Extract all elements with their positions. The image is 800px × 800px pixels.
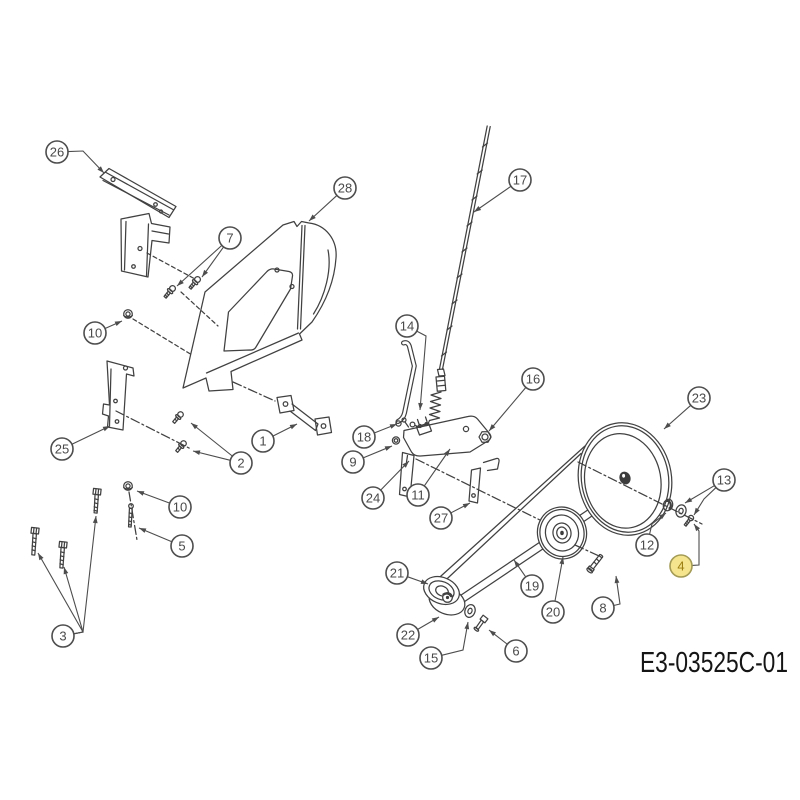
callout-14: 14 [395,314,427,411]
callout-26: 26 [45,140,105,174]
callout-28: 28 [308,176,357,222]
callout-8: 8 [591,575,621,620]
rod-17-part [435,125,491,392]
callout-25: 25 [50,425,111,461]
svg-text:23: 23 [692,391,706,406]
callout-16: 16 [488,367,545,432]
callout-20: 20 [541,556,565,624]
svg-text:17: 17 [513,173,527,188]
svg-text:20: 20 [546,605,560,620]
svg-text:27: 27 [434,511,448,526]
panel-28-part [182,220,337,392]
callout-17: 17 [473,168,532,213]
svg-text:24: 24 [366,491,380,506]
svg-text:21: 21 [390,566,404,581]
bracket-27-part [468,457,500,504]
svg-text:10: 10 [88,326,102,341]
screw-5-part [127,503,134,528]
svg-text:4: 4 [677,559,684,574]
svg-text:16: 16 [526,372,540,387]
nut-10-lower-part [123,481,133,491]
svg-text:18: 18 [357,430,371,445]
pulley-23-hub [619,471,631,485]
bolt-6-part [473,614,489,632]
callout-27: 27 [429,502,471,530]
centerlines-under [115,252,549,541]
svg-text:26: 26 [50,145,64,160]
svg-text:2: 2 [237,456,244,471]
screws-2-part [172,411,187,453]
callout-19: 19 [513,559,544,598]
callout-1: 1 [251,423,298,453]
nut-16-part [478,431,492,443]
pulley-21-22-part [423,575,466,616]
screw-8-part [586,553,604,574]
nut-9-part [391,436,401,445]
svg-text:19: 19 [525,579,539,594]
callout-10-upper: 10 [83,320,123,345]
spring-part [409,391,442,428]
callout-11: 11 [406,448,451,507]
svg-text:14: 14 [400,319,414,334]
callout-4: 4 [669,523,701,578]
callout-13: 13 [684,468,736,516]
nut-10-upper-part [123,309,133,319]
screws-7-part [163,275,202,299]
callout-12: 12 [635,512,667,557]
pin-18-part [401,417,410,428]
callout-7: 7 [176,226,242,287]
callout-22: 22 [396,616,440,647]
svg-text:3: 3 [59,629,66,644]
svg-text:28: 28 [338,181,352,196]
bracket-25-part [101,360,135,431]
callout-24: 24 [361,460,410,510]
callout-10-lower: 10 [136,490,192,519]
svg-text:8: 8 [599,601,606,616]
svg-text:6: 6 [512,644,519,659]
callout-6: 6 [488,629,528,663]
svg-text:1: 1 [259,434,266,449]
svg-text:9: 9 [349,455,356,470]
drawing-code-label: E3-03525C-01 [640,647,788,679]
svg-text:12: 12 [640,538,654,553]
callout-23: 23 [663,386,711,430]
callout-9: 9 [341,445,393,474]
washer-15-part [464,604,476,618]
svg-text:10: 10 [173,500,187,515]
bolts-3-part [30,487,102,569]
svg-text:11: 11 [411,488,425,503]
svg-text:15: 15 [424,651,438,666]
callout-3: 3 [37,515,98,648]
svg-text:7: 7 [226,231,233,246]
callout-15: 15 [419,621,470,670]
svg-text:13: 13 [717,473,731,488]
bracket-1-part [276,394,333,436]
svg-text:22: 22 [401,628,415,643]
svg-text:25: 25 [55,442,69,457]
lever-14-part [395,340,417,427]
callout-2: 2 [190,422,253,475]
callout-5: 5 [138,527,194,558]
washers-12-13-4-part [662,498,695,527]
svg-text:5: 5 [178,539,185,554]
callout-18: 18 [352,423,398,449]
pulley-20-part [536,506,588,560]
callout-21: 21 [385,561,429,585]
bracket-26-part [99,167,177,278]
